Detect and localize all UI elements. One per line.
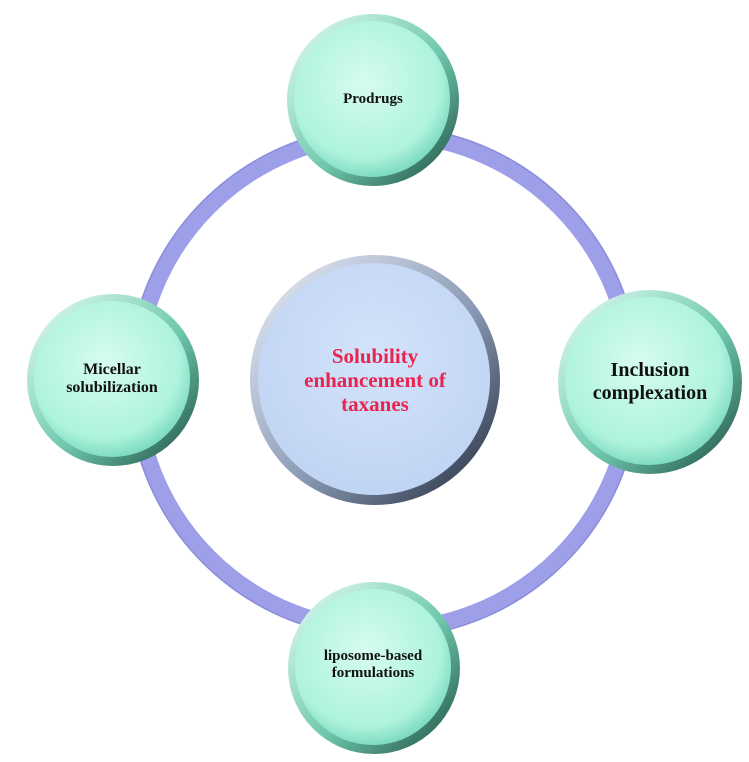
center-label-line: taxanes <box>341 392 409 417</box>
center-label: Solubility enhancement of taxanes <box>255 320 495 440</box>
node-label-line: liposome-based <box>323 647 423 664</box>
node-label-line: Inclusion <box>610 359 690 381</box>
node-label-line: Micellar <box>83 360 141 378</box>
center-circle <box>250 255 500 505</box>
center-label-line: Solubility <box>331 343 419 368</box>
node-right-label: Inclusion complexation <box>562 345 738 419</box>
node-bottom-circle <box>288 582 460 754</box>
node-label-line: complexation <box>592 382 708 404</box>
center-label-line: enhancement of <box>304 367 446 392</box>
node-label-line: formulations <box>331 665 415 681</box>
node-bottom-label: liposome-based formulations <box>290 640 456 690</box>
node-top-label: Prodrugs <box>293 80 453 120</box>
node-top-circle <box>287 14 459 186</box>
node-right-circle <box>558 290 742 474</box>
node-label-line: Prodrugs <box>343 91 403 108</box>
node-left-label: Micellar solubilization <box>32 352 192 406</box>
node-label-line: solubilization <box>66 379 158 396</box>
node-left-circle <box>27 294 199 466</box>
